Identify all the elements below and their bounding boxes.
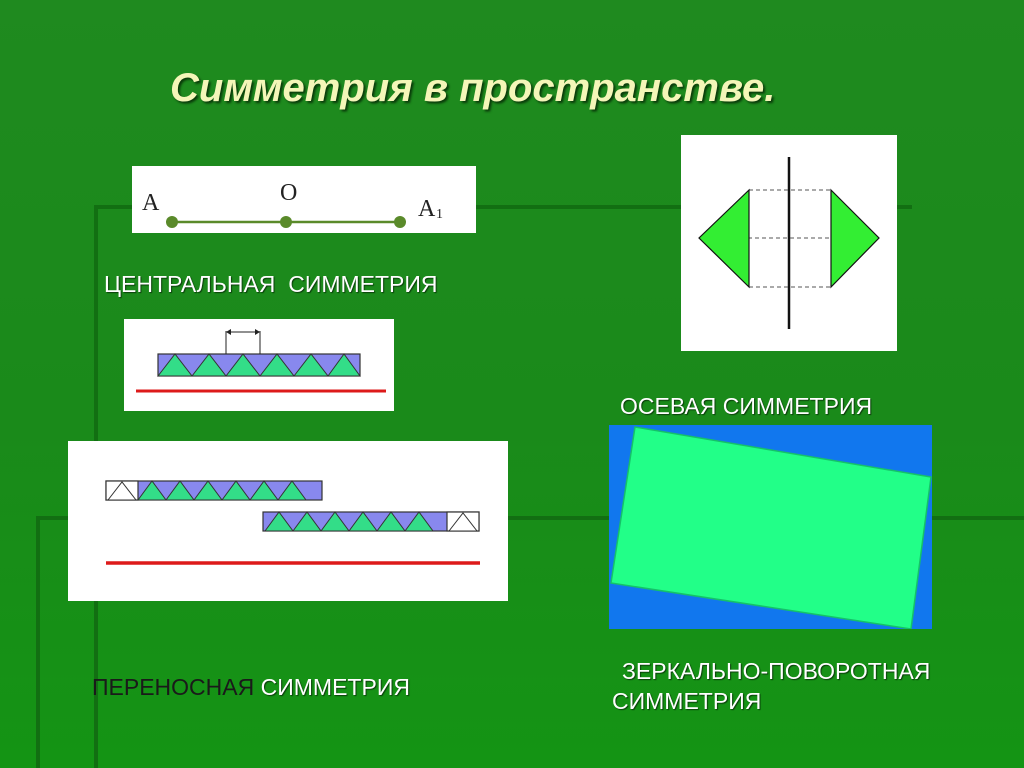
rotoreflection-label-line1: ЗЕРКАЛЬНО-ПОВОРОТНАЯ <box>622 658 931 684</box>
central-symmetry-svg: A O A 1 <box>142 180 443 228</box>
point-a1-subscript: 1 <box>436 207 443 222</box>
central-label-word2: СИММЕТРИЯ <box>288 271 438 297</box>
rotoreflection-svg <box>610 426 932 629</box>
translation-strip-diagram <box>124 319 394 411</box>
point-a1-dot <box>394 216 406 228</box>
point-o-label: O <box>280 180 297 206</box>
right-triangle <box>830 188 880 289</box>
central-label-word1: ЦЕНТРАЛЬНАЯ <box>104 271 276 297</box>
background-line <box>36 516 1024 520</box>
central-symmetry-diagram: A O A 1 <box>132 166 476 233</box>
rotated-rectangle <box>610 426 932 629</box>
rotoreflection-label-line2: СИММЕТРИЯ <box>612 688 762 714</box>
background-line <box>96 205 912 209</box>
central-symmetry-label: ЦЕНТРАЛЬНАЯ СИММЕТРИЯ <box>104 271 438 298</box>
background-line <box>36 516 40 768</box>
translational-symmetry-label: ПЕРЕНОСНАЯ СИММЕТРИЯ <box>92 674 410 701</box>
bottom-strip-triangles <box>264 511 434 532</box>
translational-label-word2: СИММЕТРИЯ <box>260 674 410 700</box>
left-triangle <box>698 188 750 289</box>
translational-symmetry-svg <box>105 480 480 565</box>
point-a1-label: A <box>418 196 436 222</box>
slide-title: Симметрия в пространстве. <box>170 66 776 110</box>
strip-triangles <box>156 353 361 377</box>
axial-symmetry-svg <box>698 157 880 329</box>
point-a-dot <box>166 216 178 228</box>
point-o-dot <box>280 216 292 228</box>
translational-symmetry-diagram <box>68 441 508 601</box>
axial-symmetry-label: ОСЕВАЯ СИММЕТРИЯ <box>620 393 873 419</box>
axial-symmetry-diagram <box>681 135 897 351</box>
point-a-label: A <box>142 190 160 216</box>
translation-strip-svg <box>136 329 386 393</box>
rotoreflection-diagram <box>609 425 932 629</box>
translational-label-word1: ПЕРЕНОСНАЯ <box>92 674 255 700</box>
top-strip-triangles <box>137 480 307 501</box>
